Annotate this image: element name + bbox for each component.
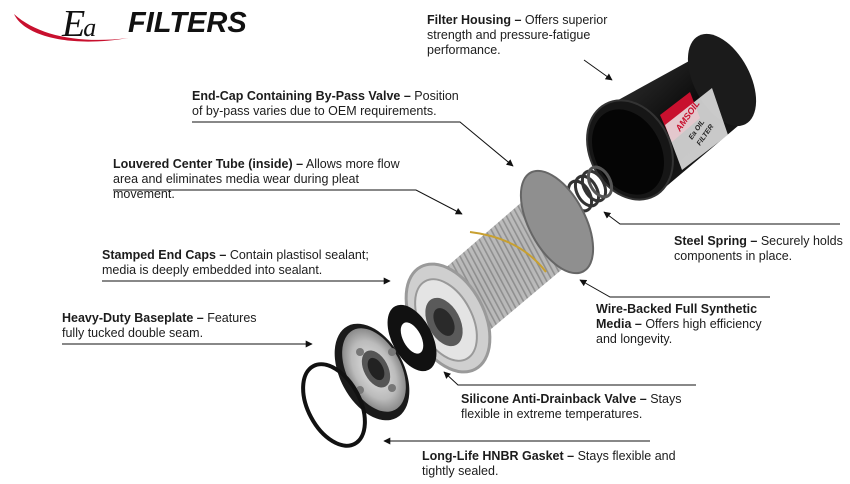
filter-element bbox=[404, 169, 595, 374]
callout-lines bbox=[62, 59, 840, 445]
steel-spring bbox=[566, 165, 614, 213]
gasket bbox=[301, 362, 367, 448]
brand-logo: Ea FILTERS bbox=[10, 2, 280, 48]
callout-end-cap-bypass-valve: End-Cap Containing By-Pass Valve – Posit… bbox=[192, 89, 459, 118]
callout-silicone-anti-drainback-valve: Silicone Anti-Drainback Valve – Stays fl… bbox=[461, 392, 682, 421]
logo-wordmark: FILTERS bbox=[128, 7, 247, 39]
callout-filter-housing: Filter Housing – Offers superior strengt… bbox=[427, 13, 608, 57]
callout-heavy-duty-baseplate: Heavy-Duty Baseplate – Features fully tu… bbox=[62, 311, 257, 340]
baseplate bbox=[334, 323, 410, 421]
logo-ea-mark: Ea bbox=[62, 3, 96, 45]
logo-swoosh-icon bbox=[14, 14, 128, 42]
callout-stamped-end-caps: Stamped End Caps – Contain plastisol sea… bbox=[102, 248, 369, 277]
callout-hnbr-gasket: Long-Life HNBR Gasket – Stays flexible a… bbox=[422, 449, 676, 478]
callout-steel-spring: Steel Spring – Securely holds components… bbox=[674, 234, 843, 263]
anti-drainback-valve bbox=[387, 304, 437, 372]
filter-housing: AMSOIL Ea OIL FILTER bbox=[586, 33, 757, 201]
callout-wire-backed-media: Wire-Backed Full Synthetic Media – Offer… bbox=[596, 302, 762, 346]
callout-louvered-center-tube: Louvered Center Tube (inside) – Allows m… bbox=[113, 157, 400, 201]
